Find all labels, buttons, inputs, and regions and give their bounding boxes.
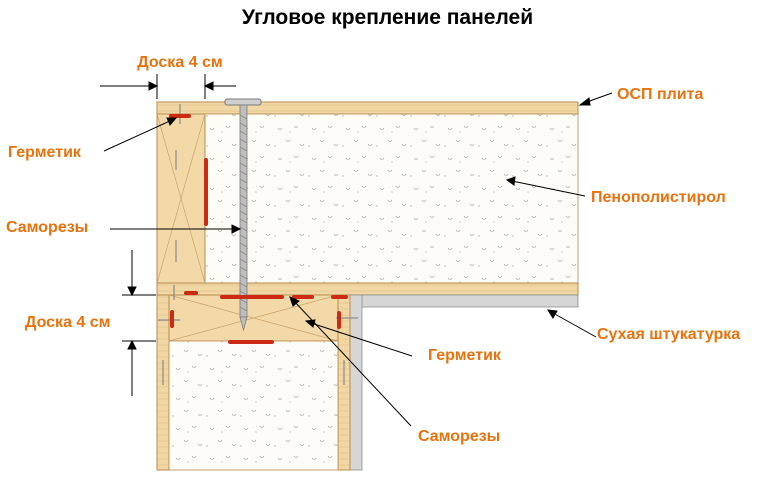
sealant-beads (169, 114, 348, 344)
board-grain (168, 294, 339, 342)
drywall-vertical (349, 294, 363, 471)
label-sealant-left: Герметик (8, 144, 82, 161)
board-grain (156, 113, 206, 284)
osb-plate-top (156, 101, 579, 115)
drywall-horizontal (349, 294, 579, 308)
screw-vertical (224, 98, 262, 332)
dimension-board-top (100, 74, 236, 99)
label-drywall: Сухая штукатурка (597, 326, 740, 343)
label-board-left: Доска 4 см (25, 314, 110, 331)
diagram-title: Угловое крепление панелей (241, 6, 534, 29)
label-sealant-bottom: Герметик (428, 347, 502, 364)
dimension-board-left (122, 250, 156, 396)
polystyrene-upper (204, 113, 579, 284)
label-screws-left: Саморезы (6, 219, 88, 236)
label-polystyrene: Пенополистирол (591, 189, 726, 206)
label-board-top: Доска 4 см (137, 54, 222, 71)
polystyrene-lower (168, 340, 339, 471)
label-screws-bottom: Саморезы (418, 428, 500, 445)
osb-plate-inner (156, 282, 579, 296)
leader-lines (103, 92, 613, 427)
label-osb: ОСП плита (617, 86, 703, 103)
